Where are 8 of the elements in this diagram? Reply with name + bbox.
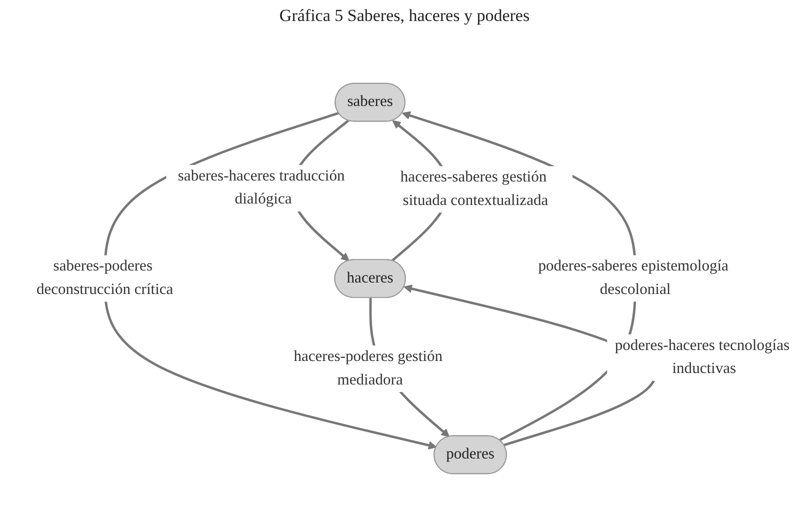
edge-label: haceres-saberes gestión situada contextualizada (400, 169, 548, 209)
edge-label: saberes-poderes deconstrucción crítica (36, 258, 174, 298)
edge-label: saberes-haceres traducción dialógica (178, 168, 345, 208)
diagram-title: Gráfica 5 Saberes, haceres y poderes (279, 6, 530, 26)
arrow (104, 112, 437, 450)
edge-label: poderes-saberes epistemología descolonial (538, 258, 728, 298)
edge-label: poderes-haceres tecnologías inductivas (614, 337, 790, 377)
edge-label: haceres-poderes gestión mediadora (294, 348, 443, 388)
